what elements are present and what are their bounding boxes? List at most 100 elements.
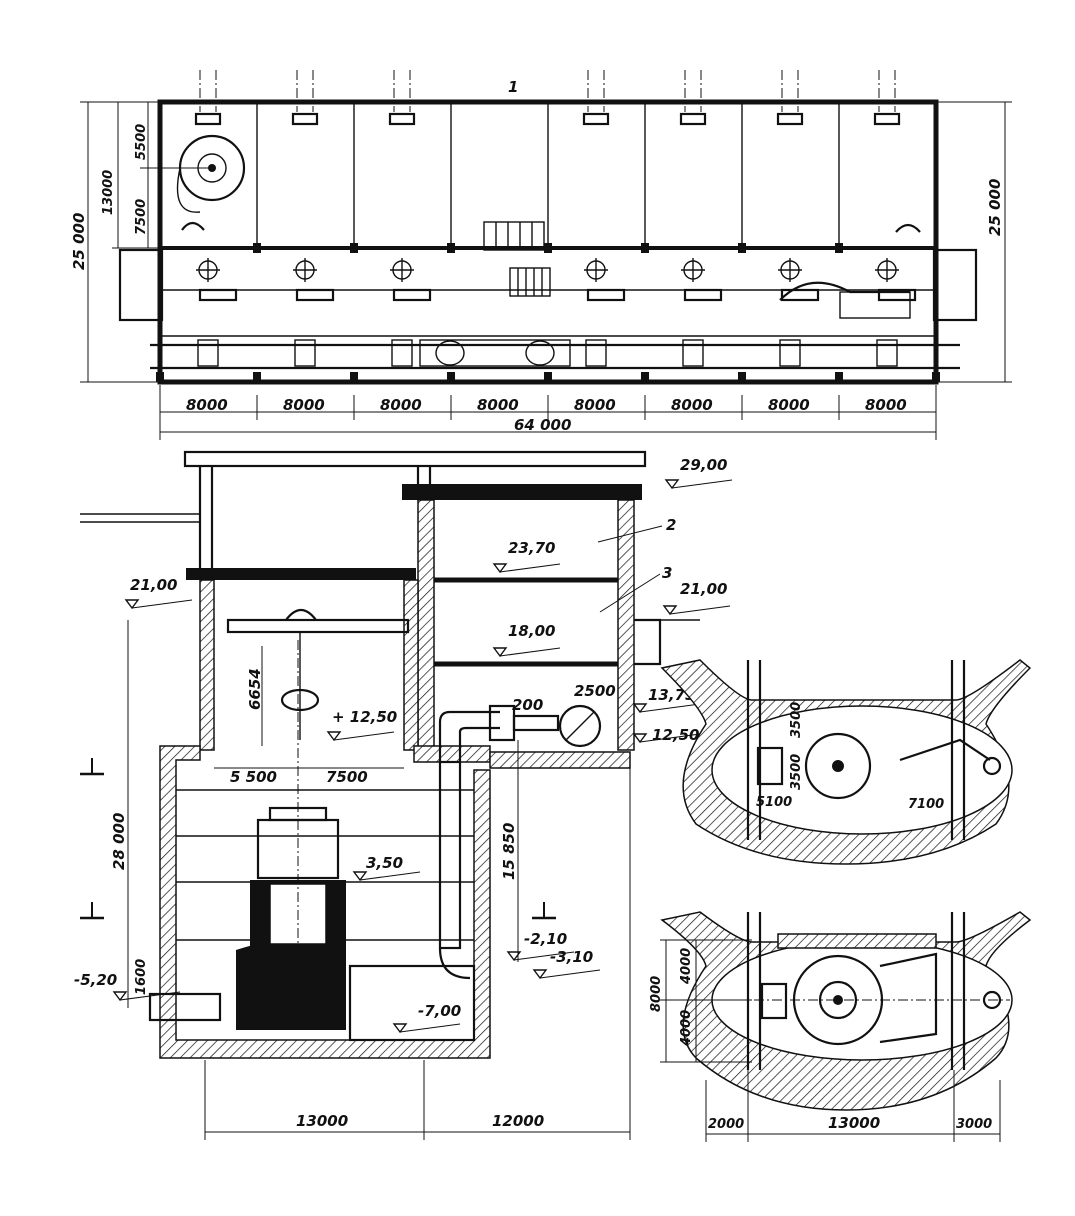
elev-18: 18,00 bbox=[508, 622, 555, 640]
intake-gate bbox=[194, 112, 222, 126]
elev-m5-20: -5,20 bbox=[74, 971, 117, 989]
plan-bay-dim: 8000 bbox=[186, 396, 228, 414]
detail-top-3500b: 3500 bbox=[789, 702, 804, 738]
unit-spiral bbox=[198, 288, 238, 302]
unit-spiral bbox=[586, 288, 626, 302]
dim-13000: 13000 bbox=[296, 1112, 348, 1130]
callout-2: 2 bbox=[666, 516, 676, 534]
column bbox=[835, 243, 843, 253]
plan-bay-dim: 8000 bbox=[380, 396, 422, 414]
plan-dim-left-total: 25 000 bbox=[70, 213, 88, 270]
unit-draft bbox=[197, 339, 219, 367]
intake-gate bbox=[873, 112, 901, 126]
elevation-mark bbox=[326, 731, 342, 742]
column bbox=[350, 372, 358, 382]
column bbox=[544, 372, 552, 382]
unit-draft bbox=[585, 339, 607, 367]
unit-spiral bbox=[392, 288, 432, 302]
elev-m2-10: -2,10 bbox=[524, 930, 567, 948]
plan-bay-dim: 8000 bbox=[283, 396, 325, 414]
column bbox=[641, 372, 649, 382]
column bbox=[253, 372, 261, 382]
dim-6654: 6654 bbox=[246, 668, 264, 710]
unit-draft bbox=[779, 339, 801, 367]
intake-gate bbox=[679, 112, 707, 126]
detail-bottom-4000a: 4000 bbox=[679, 948, 694, 985]
plan-bay-dim: 8000 bbox=[865, 396, 907, 414]
column bbox=[156, 372, 164, 382]
elev-3-50: 3,50 bbox=[366, 854, 403, 872]
elevation-mark bbox=[112, 991, 128, 1002]
elevation-mark bbox=[392, 1023, 408, 1034]
unit-spiral bbox=[877, 288, 917, 302]
unit-spiral bbox=[683, 288, 723, 302]
dim-1600: 1600 bbox=[134, 959, 149, 995]
column bbox=[253, 243, 261, 253]
column bbox=[738, 243, 746, 253]
elevation-mark bbox=[662, 605, 678, 616]
elev-21-right: 21,00 bbox=[680, 580, 727, 598]
elev-12-50-mid: + 12,50 bbox=[332, 708, 397, 726]
elev-21-left: 21,00 bbox=[130, 576, 177, 594]
callout-1: 1 bbox=[508, 78, 518, 96]
intake-gate bbox=[776, 112, 804, 126]
dim-5500: 5 500 bbox=[230, 768, 277, 786]
elevation-mark bbox=[632, 703, 648, 714]
detail-top-5100: 5100 bbox=[756, 795, 792, 810]
elevation-mark bbox=[506, 951, 522, 962]
detail-bottom-8000: 8000 bbox=[649, 976, 664, 1012]
column bbox=[738, 372, 746, 382]
column bbox=[350, 243, 358, 253]
detail-top-plan: 5100 3500 3500 7100 bbox=[660, 659, 1032, 865]
plan-bay-dim: 8000 bbox=[671, 396, 713, 414]
intake-gate bbox=[582, 112, 610, 126]
elev-12-50-right: 12,50 bbox=[652, 726, 699, 744]
unit-draft bbox=[876, 339, 898, 367]
unit-draft bbox=[294, 339, 316, 367]
unit-spiral bbox=[295, 288, 335, 302]
dim-200: 200 bbox=[512, 696, 543, 714]
elevation-mark bbox=[492, 647, 508, 658]
column bbox=[932, 372, 940, 382]
detail-bottom-13000: 13000 bbox=[828, 1114, 880, 1132]
plan-dim-left-5500: 5500 bbox=[134, 124, 149, 160]
detail-bottom-3000: 3000 bbox=[956, 1117, 992, 1132]
detail-top-7100: 7100 bbox=[908, 797, 944, 812]
elev-29: 29,00 bbox=[680, 456, 727, 474]
column bbox=[447, 372, 455, 382]
dim-15850: 15 850 bbox=[500, 823, 518, 880]
elev-m7-00: -7,00 bbox=[418, 1002, 461, 1020]
dim-12000: 12000 bbox=[492, 1112, 544, 1130]
elevation-mark bbox=[492, 563, 508, 574]
detail-bottom-2000: 2000 bbox=[708, 1117, 744, 1132]
detail-bottom-plan: 8000 4000 4000 2000 13000 3000 bbox=[649, 911, 1032, 1142]
dim-7500: 7500 bbox=[326, 768, 368, 786]
plan-bay-dim: 8000 bbox=[574, 396, 616, 414]
elevation-mark bbox=[664, 479, 680, 490]
plan-dim-left-7500: 7500 bbox=[134, 199, 149, 235]
elevation-mark bbox=[352, 871, 368, 882]
elevation-mark bbox=[124, 599, 140, 610]
unit-draft bbox=[391, 339, 413, 367]
cross-section: 29,00 23,70 21,00 21,00 18,00 13,75 12,5… bbox=[74, 450, 733, 1140]
plan-dim-total: 64 000 bbox=[514, 416, 571, 434]
elev-23-70: 23,70 bbox=[508, 539, 555, 557]
plan-dim-right-total: 25 000 bbox=[986, 179, 1004, 236]
intake-gate bbox=[388, 112, 416, 126]
unit-spiral bbox=[780, 288, 820, 302]
dim-28000: 28 000 bbox=[110, 813, 128, 870]
column bbox=[641, 243, 649, 253]
intake-gate bbox=[291, 112, 319, 126]
unit-draft bbox=[682, 339, 704, 367]
plan-bay-dim: 8000 bbox=[477, 396, 519, 414]
plan-bay-dim: 8000 bbox=[768, 396, 810, 414]
elev-m3-10: -3,10 bbox=[550, 948, 593, 966]
column bbox=[835, 372, 843, 382]
column bbox=[447, 243, 455, 253]
callout-3: 3 bbox=[662, 564, 672, 582]
elevation-mark bbox=[632, 733, 648, 744]
column bbox=[544, 243, 552, 253]
plan-view: 1 8000 8000 8000 8000 8000 8000 8000 8000 64 00… bbox=[70, 70, 1012, 440]
detail-bottom-4000b: 4000 bbox=[679, 1010, 694, 1047]
